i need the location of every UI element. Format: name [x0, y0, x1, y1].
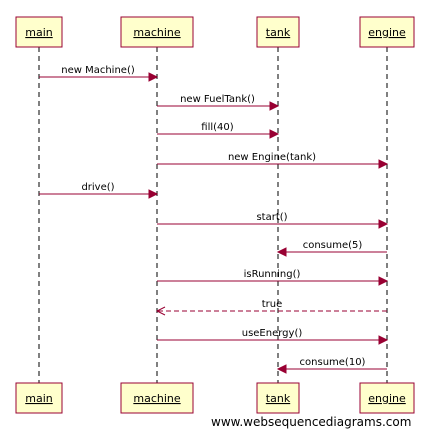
message-2: fill(40): [157, 122, 280, 139]
participant-top-engine: engine: [359, 16, 415, 48]
message-3: new Engine(tank): [157, 152, 389, 169]
message-9: useEnergy(): [157, 328, 389, 345]
arrowhead-filled: [378, 335, 389, 345]
participant-label: engine: [368, 26, 406, 39]
arrowhead-filled: [276, 247, 287, 257]
participant-label: engine: [368, 392, 406, 405]
message-label: fill(40): [201, 122, 233, 133]
participant-label: tank: [266, 26, 291, 39]
message-label: new Machine(): [61, 65, 135, 76]
participant-label: machine: [133, 26, 181, 39]
participant-box: [120, 16, 194, 48]
participant-label: machine: [133, 392, 181, 405]
participant-top-machine: machine: [120, 16, 194, 48]
participant-box: [256, 16, 300, 48]
participant-label: tank: [266, 392, 291, 405]
messages: new Machine() new FuelTank() fill(40) new E…: [39, 65, 389, 374]
message-label: useEnergy(): [242, 328, 303, 339]
participant-box: [359, 16, 415, 48]
participant-box: [256, 382, 300, 414]
message-0: new Machine(): [39, 65, 159, 82]
lifelines: [38, 47, 388, 383]
message-8: true: [155, 299, 387, 316]
message-7: isRunning(): [157, 269, 389, 286]
arrowhead-filled: [276, 364, 287, 374]
message-label: drive(): [81, 182, 114, 193]
arrowhead-filled: [269, 129, 280, 139]
message-6: consume(5): [276, 240, 387, 257]
message-5: start(): [157, 212, 389, 229]
message-1: new FuelTank(): [157, 94, 280, 111]
arrowhead-filled: [148, 72, 159, 82]
participant-bottom-engine: engine: [359, 382, 415, 414]
arrowhead-filled: [148, 189, 159, 199]
message-label: start(): [256, 212, 287, 223]
message-10: consume(10): [276, 357, 387, 374]
message-label: consume(10): [300, 357, 366, 368]
arrowhead-filled: [378, 159, 389, 169]
message-label: consume(5): [303, 240, 363, 251]
participant-boxes-bottom: main machine tank engine: [15, 382, 415, 414]
participant-box: [120, 382, 194, 414]
arrowhead-filled: [378, 276, 389, 286]
arrowhead-filled: [378, 219, 389, 229]
message-label: isRunning(): [244, 269, 301, 280]
arrowhead-filled: [269, 101, 280, 111]
participant-label: main: [25, 26, 53, 39]
message-label: new Engine(tank): [228, 152, 316, 163]
participant-bottom-tank: tank: [256, 382, 300, 414]
participant-box: [15, 382, 63, 414]
participant-top-tank: tank: [256, 16, 300, 48]
participant-boxes-top: main machine tank engine: [15, 16, 415, 48]
participant-box: [359, 382, 415, 414]
participant-box: [15, 16, 63, 48]
arrowhead-open: [155, 306, 166, 316]
participant-label: main: [25, 392, 53, 405]
message-label: true: [262, 299, 283, 310]
participant-top-main: main: [15, 16, 63, 48]
participant-bottom-main: main: [15, 382, 63, 414]
message-label: new FuelTank(): [180, 94, 255, 105]
watermark: www.websequencediagrams.com: [211, 415, 412, 429]
participant-bottom-machine: machine: [120, 382, 194, 414]
message-4: drive(): [39, 182, 159, 199]
